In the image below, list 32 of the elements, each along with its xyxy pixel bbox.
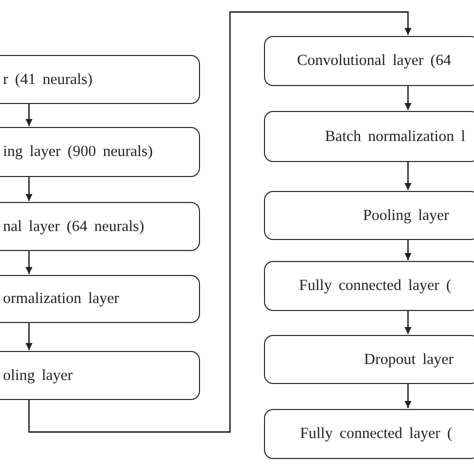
- arrow: [26, 104, 32, 126]
- layer-box: [264, 191, 474, 240]
- layer-label: Batch normalization l: [325, 128, 466, 146]
- layer-box: [0, 351, 200, 400]
- layer-label: Fully connected layer (: [300, 425, 452, 443]
- layer-label: nal layer (64 neurals): [3, 218, 144, 236]
- layer-box: [0, 275, 200, 323]
- arrow: [26, 177, 32, 201]
- arrow: [26, 323, 32, 350]
- layer-label: r (41 neurals): [3, 70, 92, 88]
- layer-box: [0, 127, 200, 177]
- layer-label: Dropout layer: [364, 350, 454, 368]
- layer-box: [264, 36, 474, 86]
- layer-label: oling layer: [3, 366, 73, 384]
- arrow: [404, 311, 412, 334]
- arrow: [404, 384, 412, 408]
- layer-box: [264, 111, 474, 162]
- layer-box: [264, 409, 474, 459]
- layer-label: ormalization layer: [3, 290, 120, 308]
- layer-box: [264, 335, 474, 384]
- arrow: [404, 162, 412, 190]
- layer-label: Pooling layer: [363, 206, 450, 224]
- layer-label: ing layer (900 neurals): [3, 143, 153, 161]
- arrow: [404, 86, 412, 110]
- layer-label: Fully connected layer (: [299, 277, 452, 295]
- layer-box: [0, 55, 200, 104]
- layer-label: Convolutional layer (64: [297, 52, 452, 70]
- arrow: [26, 251, 32, 274]
- layer-box: [264, 261, 474, 311]
- layer-box: [0, 202, 200, 251]
- arrow: [28, 11, 412, 433]
- arrow: [404, 240, 412, 260]
